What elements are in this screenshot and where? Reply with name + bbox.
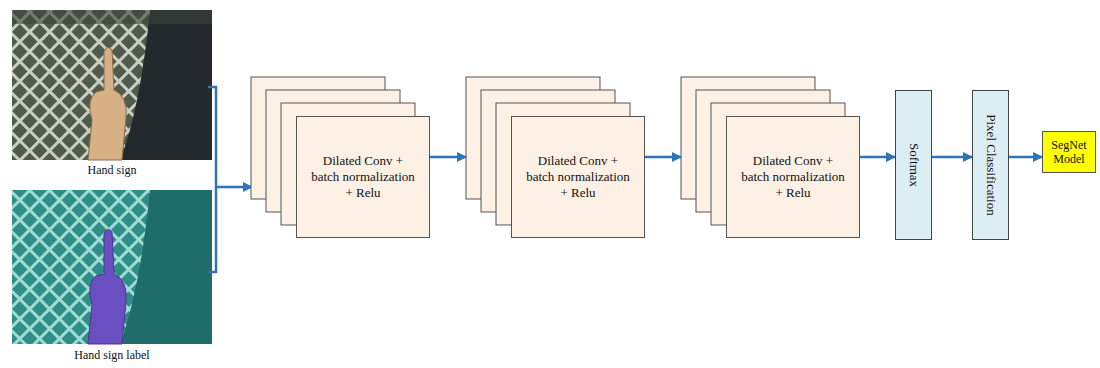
conv-block: Dilated Conv + batch normalization + Rel… [726,116,860,238]
image-caption: Hand sign [88,163,137,178]
label-photo [12,190,212,344]
node-text: Dilated Conv + batch normalization + Rel… [311,153,415,201]
input-bracket [208,87,252,272]
flow-arrow [860,156,895,159]
node-text: Dilated Conv + batch normalization + Rel… [526,153,630,201]
flow-arrow [1009,156,1042,159]
hand-photo [12,10,212,160]
model-box: SegNet Model [1042,131,1096,173]
conv-block: Dilated Conv + batch normalization + Rel… [511,116,645,238]
classification-layer: Pixel Classification [972,90,1009,240]
image-caption: Hand sign label [74,348,149,363]
node-text: Dilated Conv + batch normalization + Rel… [741,153,845,201]
node-text: Pixel Classification [983,114,999,215]
flow-arrow [932,156,972,159]
flow-arrow [645,156,681,159]
conv-block: Dilated Conv + batch normalization + Rel… [296,116,430,238]
flow-arrow [430,156,466,159]
node-text: SegNet Model [1043,136,1095,168]
node-text: Softmax [906,143,922,187]
softmax-layer: Softmax [895,90,932,240]
